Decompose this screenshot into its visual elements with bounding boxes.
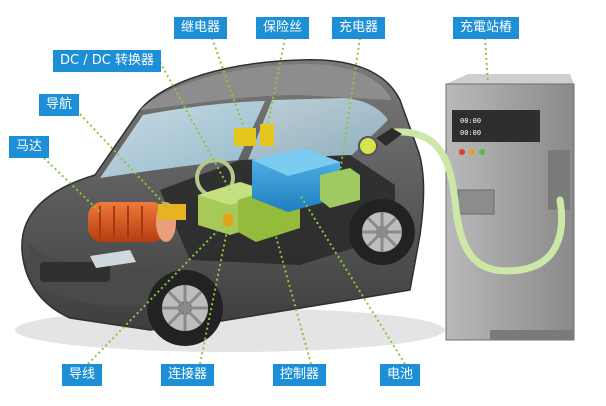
fuse-label: 保险丝 bbox=[256, 17, 310, 39]
charger-label: 充电器 bbox=[332, 17, 386, 39]
relay-part bbox=[234, 128, 256, 146]
indicator-red-icon bbox=[459, 149, 465, 155]
car-roof bbox=[140, 63, 392, 110]
leader-lines bbox=[43, 37, 489, 365]
nav-label: 导航 bbox=[39, 94, 80, 116]
indicator-green-icon bbox=[479, 149, 485, 155]
indicator-amber-icon bbox=[469, 149, 475, 155]
grille bbox=[40, 262, 110, 282]
charging-cable bbox=[391, 128, 566, 275]
station-holster bbox=[548, 150, 570, 210]
charger-part bbox=[320, 168, 360, 208]
station-display bbox=[452, 110, 540, 142]
rear-wheel bbox=[349, 199, 415, 265]
charging-station: 00:00 00:00 bbox=[445, 74, 575, 341]
dcdc-label: DC / DC 转换器 bbox=[53, 50, 161, 72]
charging-plug bbox=[376, 128, 402, 146]
station-display-line-1: 00:00 bbox=[460, 117, 481, 125]
battery-label: 电池 bbox=[380, 364, 421, 386]
station-slot bbox=[457, 189, 495, 215]
nav-part bbox=[158, 204, 186, 220]
side-window bbox=[248, 98, 388, 160]
windshield bbox=[100, 101, 265, 178]
connector-part bbox=[223, 214, 233, 226]
station-display-line-2: 00:00 bbox=[460, 129, 481, 137]
charge-port bbox=[358, 136, 378, 156]
fuse-part bbox=[260, 124, 274, 146]
front-wheel bbox=[147, 270, 223, 346]
connector-label: 连接器 bbox=[161, 364, 215, 386]
charging-post-label: 充電站樁 bbox=[453, 17, 520, 39]
relay-label: 继电器 bbox=[174, 17, 228, 39]
headlight bbox=[90, 250, 136, 268]
battery-part bbox=[252, 148, 340, 212]
motor-label: 马达 bbox=[9, 136, 50, 158]
wire-label: 导线 bbox=[62, 364, 103, 386]
controller-label: 控制器 bbox=[273, 364, 327, 386]
